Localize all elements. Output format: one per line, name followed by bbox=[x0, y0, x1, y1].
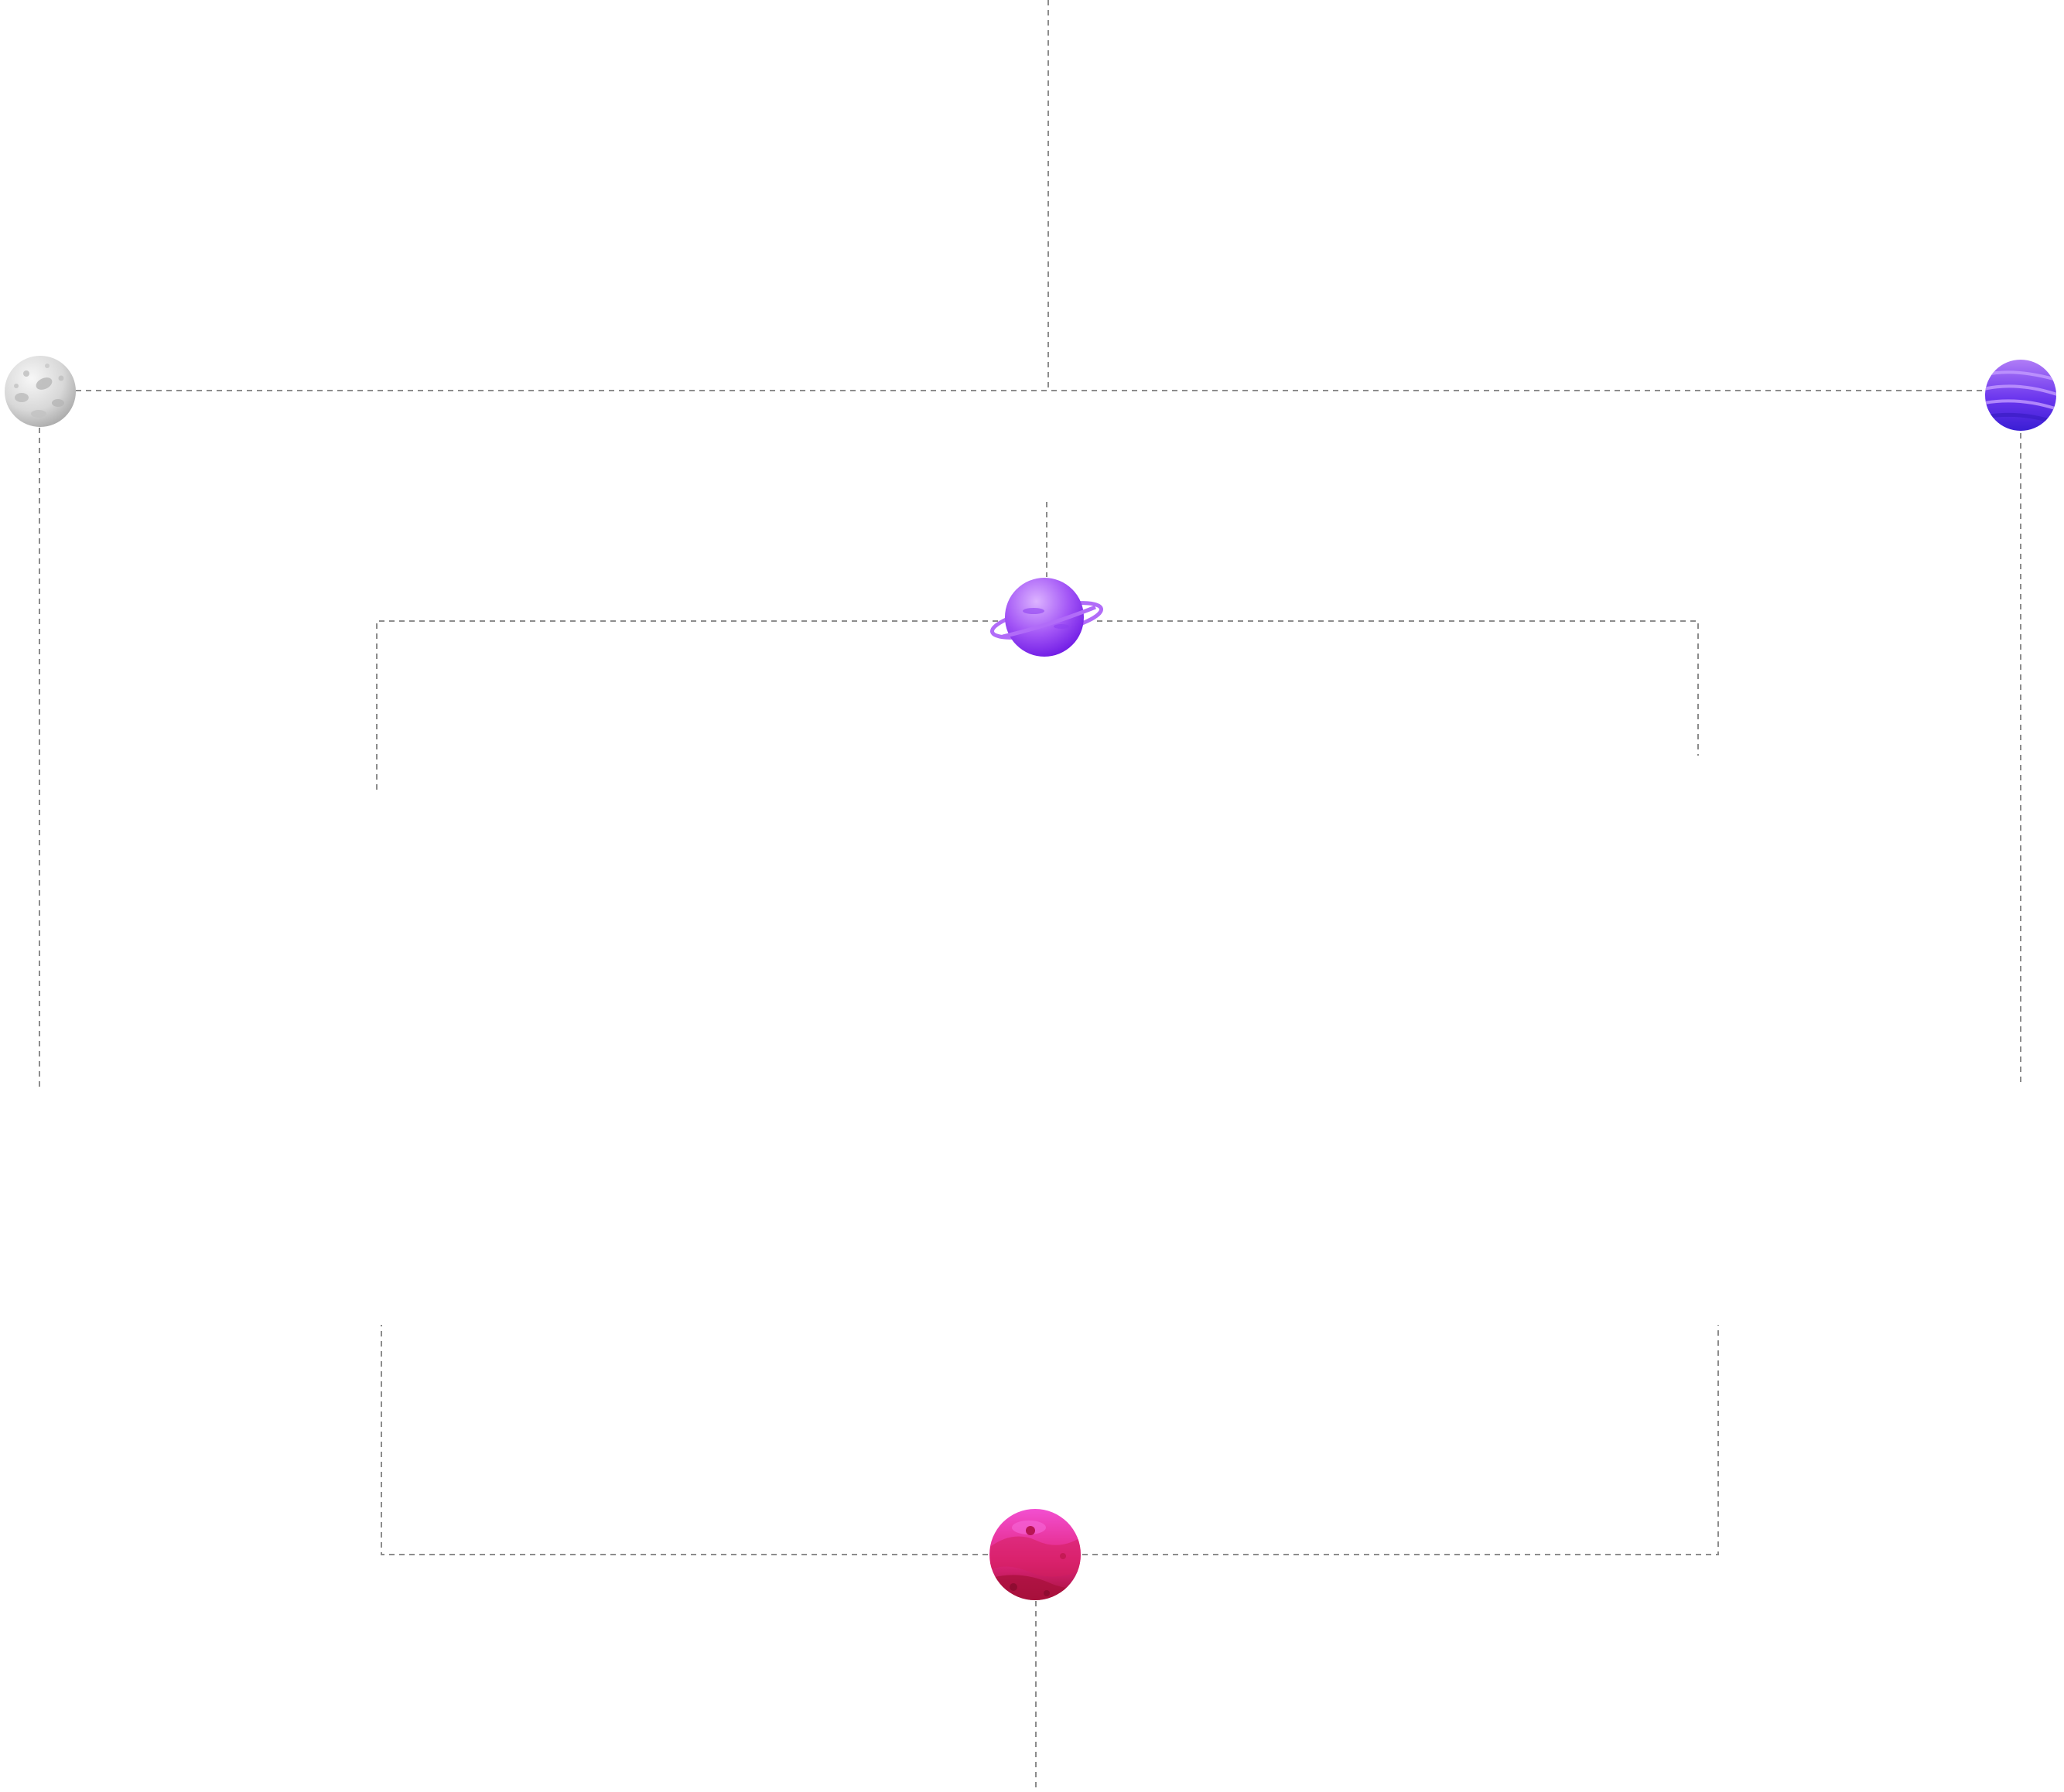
connector-bottom-bracket-right bbox=[1082, 1325, 1719, 1555]
magenta-planet-icon bbox=[989, 1509, 1081, 1600]
ringed-planet-icon bbox=[989, 578, 1104, 657]
striped-planet-icon bbox=[1985, 360, 2056, 431]
connector-bottom-bracket-left bbox=[381, 1325, 988, 1555]
connectors bbox=[39, 0, 2021, 1792]
connector-inner-bracket-left bbox=[376, 620, 998, 794]
grey-moon-icon bbox=[5, 356, 76, 427]
connector-inner-bracket-right bbox=[1097, 620, 1699, 756]
